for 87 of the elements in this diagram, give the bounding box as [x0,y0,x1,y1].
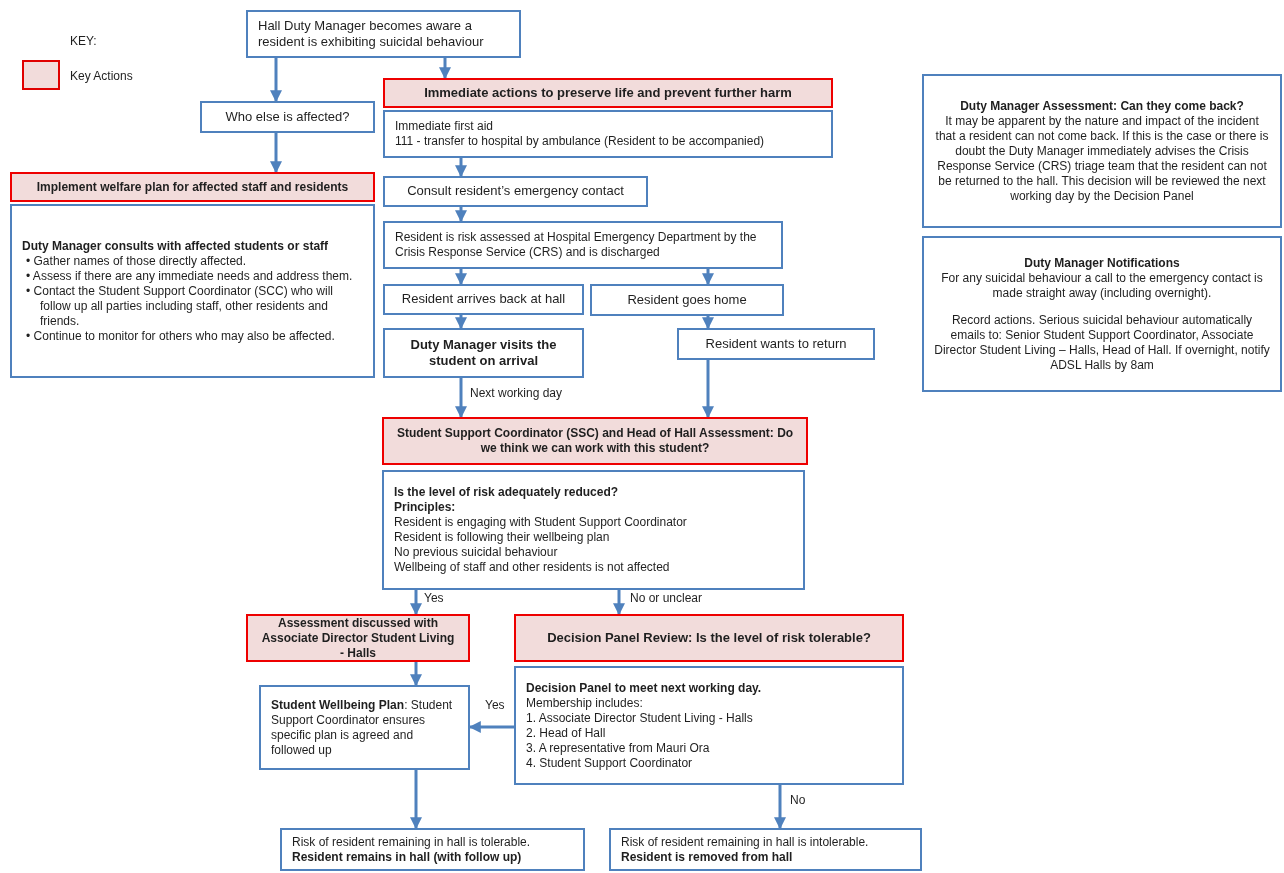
bullet-item: • Contact the Student Support Coordinator (SCC) who will follow up all parties including staff, other residents and friends. [25,283,334,329]
box-text: Resident arrives back at hall [401,291,566,308]
box-text: No previous suicidal behaviour [394,545,558,560]
arrow [455,378,467,419]
process-box [10,204,375,378]
key-action-box [514,614,904,662]
info-box [922,236,1282,392]
process-box [280,828,585,871]
process-box [383,110,833,158]
box-text: Implement welfare plan for affected staff and residents [36,179,349,195]
key-action-box [382,417,808,465]
box-text: It may be apparent by the nature and impact of the incident that a resident can not come back. If this is the case or there is doubt the Duty Manager immediately advises the Crisis Response Service (CRS) triage team that the resident can not be returned to the hall. This decision will be reviewed the next working day by the Decision Panel [934,113,1270,204]
process-box [382,470,805,590]
arrow [774,785,786,830]
box-text: 3. A representative from Mauri Ora [526,740,710,756]
process-box [609,828,922,871]
box-heading: Duty Manager consults with affected students or staff [22,238,329,254]
arrow [702,360,714,419]
box-heading: Decision Panel to meet next working day. [526,680,762,696]
arrow [455,207,467,223]
arrow [410,662,422,687]
box-text: Assessment discussed with Associate Director Student Living - Halls [260,615,456,661]
box-text: Student Support Coordinator (SSC) and Head of Hall Assessment: Do we think we can work with this student? [395,426,795,456]
key-action-box [10,172,375,202]
box-text: Duty Manager visits the student on arrival [409,336,558,370]
arrow [702,316,714,330]
box-text: For any suicidal behaviour a call to the emergency contact is made straight away (including overnight). [940,270,1264,301]
arrow [702,269,714,286]
box-text: Consult resident’s emergency contact [407,183,624,200]
box-text: Resident remains in hall (with follow up) [292,849,522,865]
arrow [410,590,422,616]
box-text: Decision Panel Review: Is the level of risk tolerable? [547,629,871,647]
box-text: Resident is risk assessed at Hospital Emergency Department by the Crisis Response Service (CRS) and is discharged [395,230,758,260]
bullet-item: • Continue to monitor for others who may also be affected. [25,328,335,344]
box-text: Resident goes home [627,291,747,309]
process-box [514,666,904,785]
arrow [613,590,625,616]
edge-label: No [789,793,807,807]
box-heading: Is the level of risk adequately reduced? [394,485,619,500]
box-text: Student Wellbeing Plan: Student Support Coordinator ensures specific plan is agreed and followed up [271,697,454,758]
box-text: Membership includes: [526,695,643,711]
process-box [383,328,584,378]
box-text: 4. Student Support Coordinator [526,755,693,771]
box-text: Immediate actions to preserve life and prevent further harm [424,84,792,102]
edge-label: Yes [423,591,445,605]
arrow [270,133,282,174]
box-text: Hall Duty Manager becomes aware a resident is exhibiting suicidal behaviour [258,17,485,51]
box-text: 2. Head of Hall [526,725,606,741]
box-text: Who else is affected? [225,108,350,126]
process-box [246,10,521,58]
box-heading: Immediate first aid [395,119,494,134]
key-action-box [383,78,833,108]
box-text: Resident is engaging with Student Support Coordinator [394,515,687,530]
box-heading: Duty Manager Notifications [1024,255,1180,271]
arrow [455,158,467,178]
arrow [439,58,451,80]
key-heading: KEY: [70,33,97,50]
process-box [590,284,784,316]
process-box [200,101,375,133]
bullet-item: • Assess if there are any immediate needs and address them. [25,268,353,284]
box-text: Principles: [394,500,456,515]
box-text: 1. Associate Director Student Living - Halls [526,710,753,726]
box-text: Resident is following their wellbeing plan [394,530,610,545]
arrow [455,269,467,286]
bullet-item: • Gather names of those directly affected. [25,253,247,269]
box-heading: Risk of resident remaining in hall is tolerable. [292,834,531,850]
box-text: Resident is removed from hall [621,849,793,865]
box-text: Record actions. Serious suicidal behaviour automatically emails to: Senior Student Support Coordinator, Associate Director Student Living – Halls, Head of Hall. If overnight, notify ADSL Halls by 8am [934,312,1270,373]
box-heading: Risk of resident remaining in hall is intolerable. [621,834,869,850]
box-text: Resident wants to return [705,335,847,353]
edge-label: No or unclear [629,591,704,605]
edge-label: Next working day [469,386,564,400]
arrow [455,315,467,330]
process-box [383,176,648,207]
process-box [383,284,584,315]
arrow [410,770,422,830]
arrow [270,58,282,103]
process-box [259,685,470,770]
process-box [677,328,875,360]
process-box [383,221,783,269]
legend-label: Key Actions [70,68,133,85]
box-text: Wellbeing of staff and other residents is not affected [394,560,670,575]
info-box [922,74,1282,228]
box-text: 111 - transfer to hospital by ambulance (Resident to be accompanied) [395,134,765,149]
box-heading: Duty Manager Assessment: Can they come back? [960,98,1244,114]
key-action-box [246,614,470,662]
edge-label: Yes [484,698,506,712]
